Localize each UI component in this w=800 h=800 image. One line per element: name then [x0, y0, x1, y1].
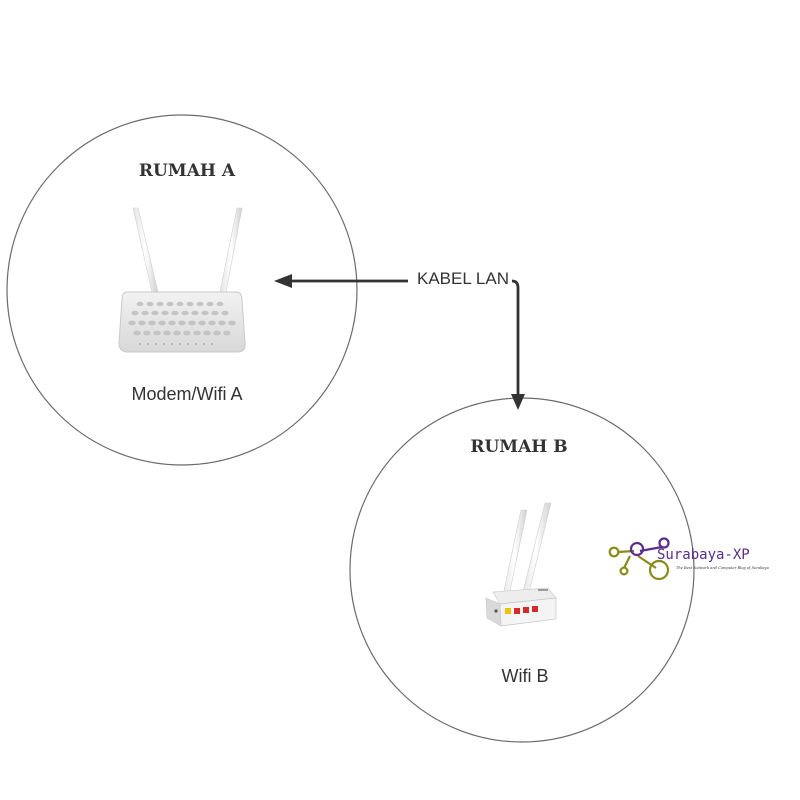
- house-b-device-label: Wifi B: [502, 666, 549, 686]
- house-b-group: RUMAH B Wifi B: [350, 398, 694, 742]
- house-a-group: RUMAH A Modem/Wifi A: [7, 115, 357, 465]
- house-a-title: RUMAH A: [139, 161, 236, 181]
- router-icon: [486, 503, 556, 626]
- house-b-title: RUMAH B: [470, 437, 567, 457]
- lan-cable-connector: KABEL LAN: [274, 269, 525, 410]
- arrowhead-down: [511, 394, 525, 410]
- kabel-lan-label: KABEL LAN: [417, 269, 509, 288]
- watermark-tagline: The Best Network and Computer Blog of Su…: [676, 566, 769, 570]
- house-a-device-label: Modem/Wifi A: [131, 384, 242, 404]
- cable-line-right: [512, 281, 518, 397]
- watermark-name: Surabaya-XP: [657, 547, 750, 563]
- surabaya-xp-watermark: Surabaya-XP The Best Network and Compute…: [610, 539, 769, 580]
- modem-icon: [119, 208, 245, 352]
- arrowhead-left: [274, 274, 292, 288]
